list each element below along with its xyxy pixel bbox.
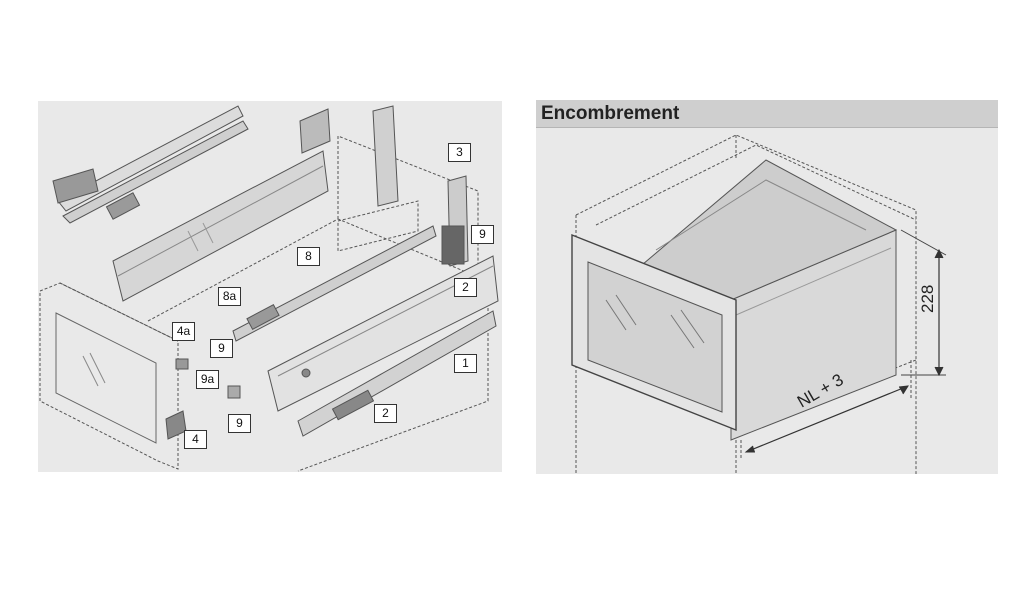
dimensions-diagram: Encombrement: [536, 100, 998, 474]
side-panel-front: [267, 255, 499, 412]
front-panel-outline: [39, 282, 179, 470]
callout-label-4: 4: [184, 430, 207, 449]
callout-label-8a: 8a: [218, 287, 241, 306]
exploded-assembly-diagram: 1 2 2 3 4 4a 8 8a 9 9 9 9a: [38, 101, 502, 472]
callout-label-9: 9: [471, 225, 494, 244]
rear-bracket: [52, 168, 99, 204]
callout-label-3: 3: [448, 143, 471, 162]
side-panel-rear: [112, 150, 329, 302]
front-glass: [587, 261, 723, 413]
panel-header: Encombrement: [536, 100, 998, 128]
callout-label-9: 9: [210, 339, 233, 358]
cabinet-outline: [575, 134, 917, 474]
callout-label-1: 1: [454, 354, 477, 373]
front-glass: [55, 312, 157, 444]
callout-label-2: 2: [454, 278, 477, 297]
height-dimension-value: 228: [918, 284, 937, 313]
callout-label-4a: 4a: [172, 322, 195, 341]
gallery-rail: [232, 225, 437, 342]
rear-bracket-tall: [372, 105, 399, 207]
front-fixing-bracket: [165, 410, 187, 440]
panel-title: Encombrement: [541, 103, 680, 124]
callout-label-8: 8: [297, 247, 320, 266]
exploded-view-drawing: [39, 105, 499, 472]
callout-label-9: 9: [228, 414, 251, 433]
width-dimension-line: [745, 385, 909, 453]
runner-top-left: [57, 105, 244, 212]
callout-label-2: 2: [374, 404, 397, 423]
callout-label-9a: 9a: [196, 370, 219, 389]
clip-4a: [175, 358, 189, 370]
drawer-installation-drawing: [571, 134, 947, 474]
